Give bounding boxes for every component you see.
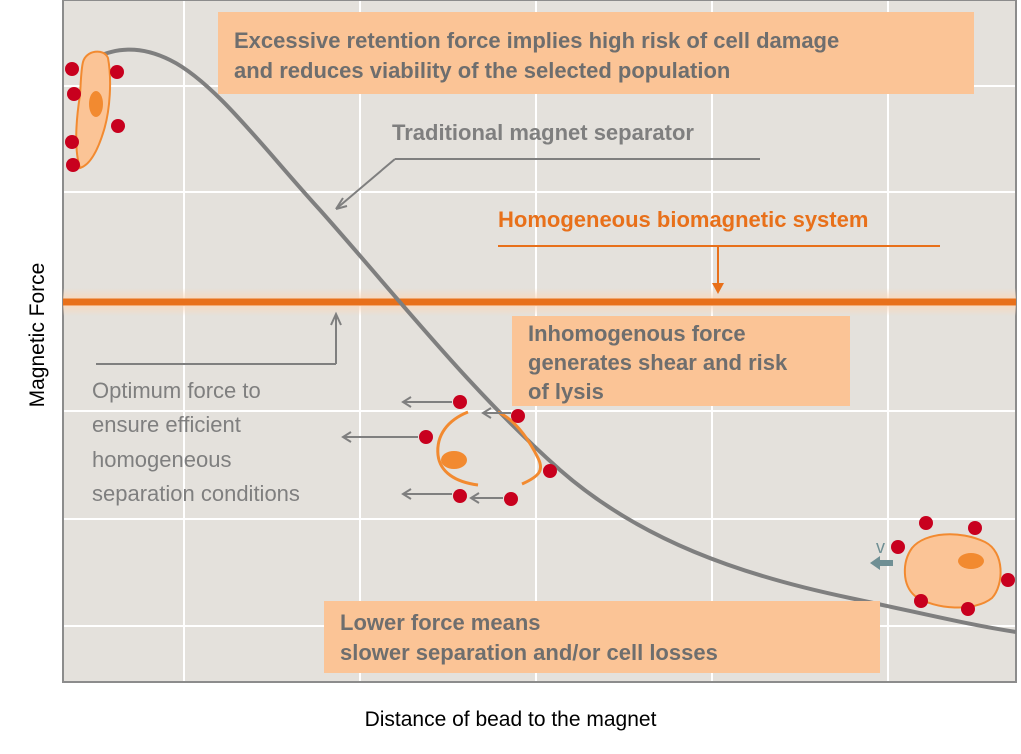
inhomogeneous-callout-box bbox=[512, 316, 850, 406]
svg-text:Optimum force to ensure ef: Optimum force to ensure efficient homoge… bbox=[92, 378, 300, 506]
inhomogeneous-line-1: Inhomogenous force bbox=[528, 321, 746, 346]
lower-callout-box bbox=[324, 601, 880, 673]
velocity-arrow-icon bbox=[870, 556, 893, 570]
bead-cluster-icon bbox=[65, 62, 125, 172]
round-cell-icon: v bbox=[870, 516, 1015, 616]
svg-text:Inhomogenous force genera: Inhomogenous force generates shear and r… bbox=[528, 321, 793, 404]
optimum-line-1: Optimum force to bbox=[92, 378, 261, 403]
traditional-label: Traditional magnet separator bbox=[392, 120, 694, 145]
x-axis-label: Distance of bead to the magnet bbox=[364, 708, 657, 731]
excessive-line-1: Excessive retention force implies high r… bbox=[234, 28, 839, 53]
excessive-line-2: and reduces viability of the selected po… bbox=[234, 58, 730, 83]
svg-text:Excessive retention force impl: Excessive retention force implies high r… bbox=[234, 28, 845, 83]
optimum-line-4: separation conditions bbox=[92, 481, 300, 506]
optimum-line-3: homogeneous bbox=[92, 447, 231, 472]
stretched-cell-icon bbox=[65, 50, 125, 172]
y-axis-label: Magnetic Force bbox=[26, 262, 49, 408]
traditional-pointer bbox=[335, 158, 760, 210]
lower-line-2: slower separation and/or cell losses bbox=[340, 640, 718, 665]
excessive-callout-box bbox=[218, 12, 974, 94]
inhomogeneous-line-2: generates shear and risk bbox=[528, 350, 788, 375]
velocity-label: v bbox=[876, 537, 885, 557]
optimum-pointer bbox=[96, 311, 342, 365]
svg-text:Lower force means slower s: Lower force means slower separation and/… bbox=[340, 610, 718, 665]
shear-arrows bbox=[341, 396, 511, 504]
lower-line-1: Lower force means bbox=[340, 610, 541, 635]
optimum-line-2: ensure efficient bbox=[92, 412, 241, 437]
homogeneous-label: Homogeneous biomagnetic system bbox=[498, 207, 868, 232]
homogeneous-pointer bbox=[498, 245, 940, 294]
plot-frame bbox=[62, 0, 1017, 683]
inhomogeneous-line-3: of lysis bbox=[528, 379, 604, 404]
lysing-cell-icon bbox=[341, 395, 557, 506]
traditional-curve bbox=[94, 47, 1017, 634]
